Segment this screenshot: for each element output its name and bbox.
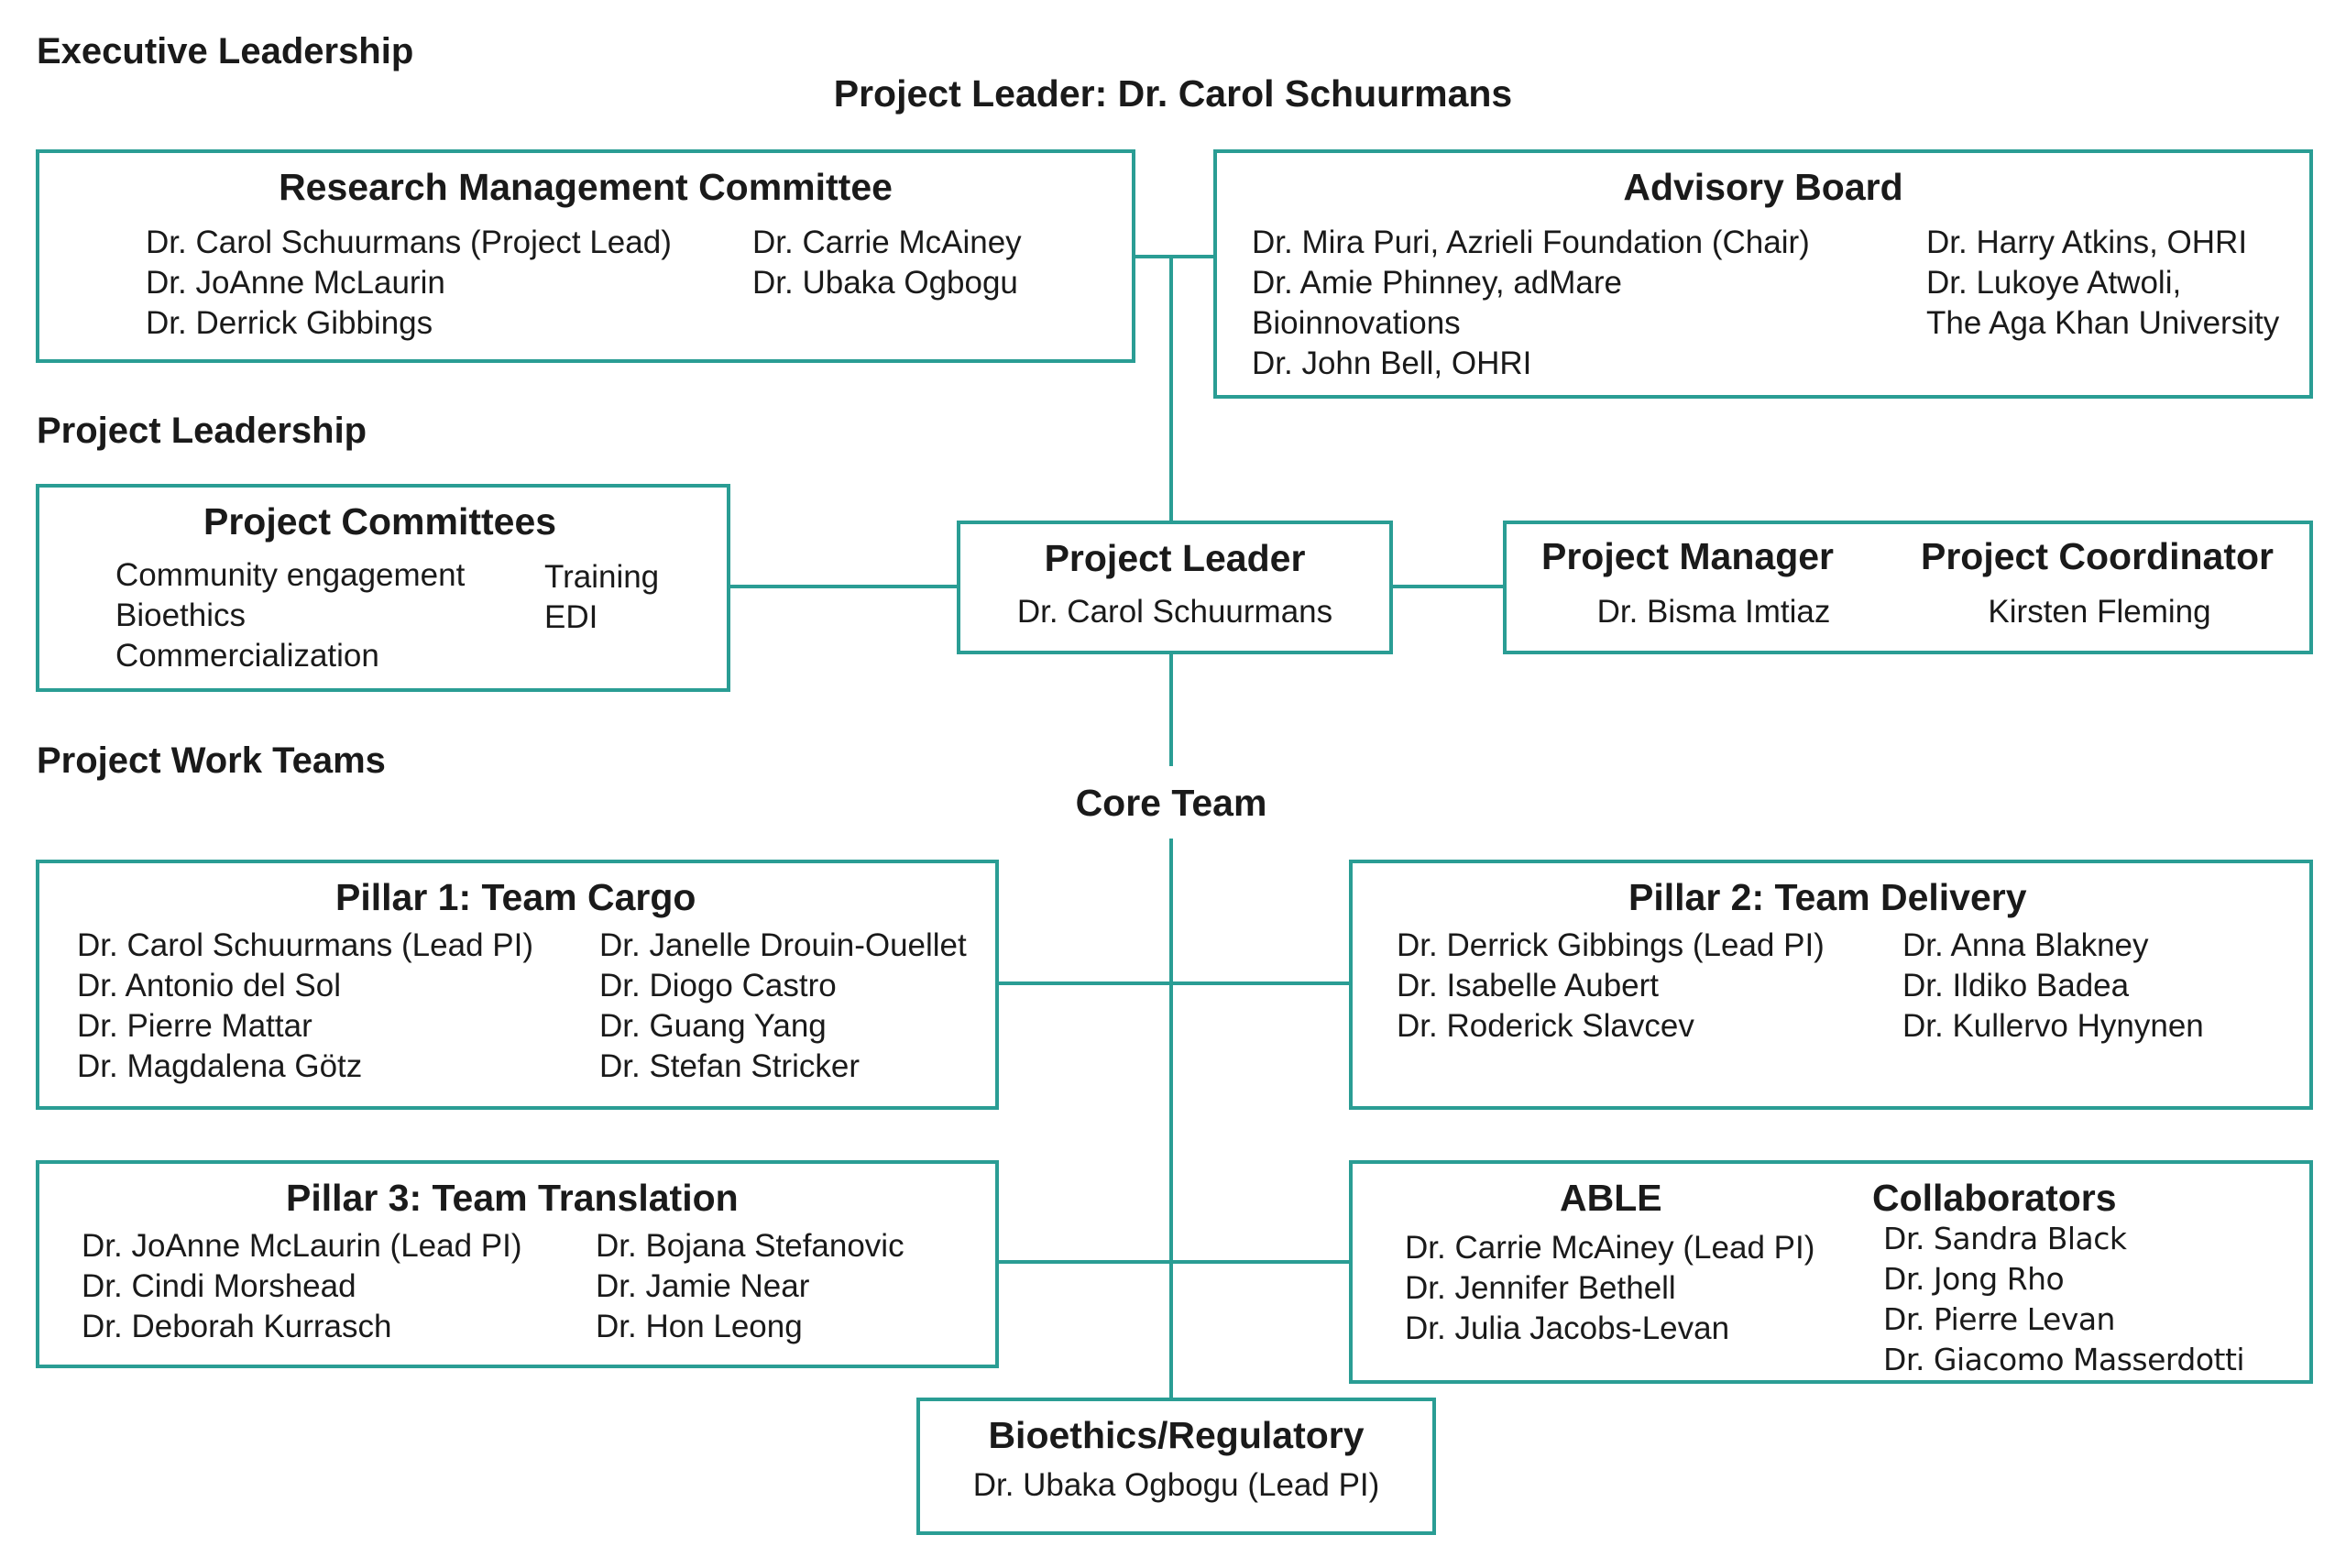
member: Dr. Anna Blakney xyxy=(1902,927,2149,963)
member: Dr. Isabelle Aubert xyxy=(1397,968,1659,1003)
bioethics-regulatory-box: Bioethics/Regulatory Dr. Ubaka Ogbogu (L… xyxy=(916,1398,1436,1535)
member: Dr. Ildiko Badea xyxy=(1902,968,2130,1003)
committee: Commercialization xyxy=(115,638,379,674)
member: Dr. Amie Phinney, adMare xyxy=(1252,265,1622,301)
section-project-work-teams: Project Work Teams xyxy=(37,740,386,781)
member: Dr. Julia Jacobs-Levan xyxy=(1405,1310,1730,1346)
member: Dr. Carrie McAiney xyxy=(752,225,1022,260)
member: Dr. Derrick Gibbings (Lead PI) xyxy=(1397,927,1825,963)
advisory-board-box: Advisory Board Dr. Mira Puri, Azrieli Fo… xyxy=(1213,149,2313,399)
member: Dr. Carol Schuurmans (Lead PI) xyxy=(77,927,533,963)
connector-leader-core xyxy=(1169,651,1173,766)
committees-column-1: Community engagement Bioethics Commercia… xyxy=(115,555,465,676)
member: Dr. Lukoye Atwoli, xyxy=(1926,265,2182,301)
member: Dr. JoAnne McLaurin (Lead PI) xyxy=(82,1228,522,1264)
pillar-1-title: Pillar 1: Team Cargo xyxy=(335,876,696,918)
top-title: Project Leader: Dr. Carol Schuurmans xyxy=(833,72,1513,115)
core-team-label: Core Team xyxy=(1075,782,1267,824)
pillar-2-column-2: Dr. Anna Blakney Dr. Ildiko Badea Dr. Ku… xyxy=(1902,926,2204,1047)
connector-leader-manager xyxy=(1389,585,1503,588)
member: Dr. Kullervo Hynynen xyxy=(1902,1008,2204,1044)
connector-pillar3-able xyxy=(995,1260,1349,1264)
collaborators-list: Dr. Sandra Black Dr. Jong Rho Dr. Pierre… xyxy=(1883,1219,2245,1380)
manager-name: Dr. Bisma Imtiaz xyxy=(1596,594,1831,630)
pillar-2-column-1: Dr. Derrick Gibbings (Lead PI) Dr. Isabe… xyxy=(1397,926,1825,1047)
member: Dr. Diogo Castro xyxy=(599,968,837,1003)
committee: EDI xyxy=(544,599,598,635)
advisory-title: Advisory Board xyxy=(1623,166,1903,208)
member: Dr. Jennifer Bethell xyxy=(1405,1270,1676,1306)
member: Dr. Roderick Slavcev xyxy=(1397,1008,1694,1044)
collaborator: Dr. Pierre Levan xyxy=(1883,1301,2115,1337)
rmc-title: Research Management Committee xyxy=(279,166,893,208)
member: Dr. Carrie McAiney (Lead PI) xyxy=(1405,1230,1815,1266)
member: Dr. Mira Puri, Azrieli Foundation (Chair… xyxy=(1252,225,1810,260)
leader-title: Project Leader xyxy=(1044,537,1306,579)
member: Dr. JoAnne McLaurin xyxy=(146,265,445,301)
member: Dr. Deborah Kurrasch xyxy=(82,1309,392,1344)
committees-column-2: Training EDI xyxy=(544,557,659,638)
advisory-column-1: Dr. Mira Puri, Azrieli Foundation (Chair… xyxy=(1252,223,1810,384)
member: Dr. Ubaka Ogbogu xyxy=(752,265,1018,301)
project-leader-box: Project Leader Dr. Carol Schuurmans xyxy=(957,521,1393,654)
pillar-2-title: Pillar 2: Team Delivery xyxy=(1628,876,2027,918)
connector-rmc-advisory xyxy=(1133,255,1213,258)
collaborator: Dr. Jong Rho xyxy=(1883,1261,2065,1297)
committee: Bioethics xyxy=(115,598,247,633)
connector-committees-leader xyxy=(728,585,957,588)
rmc-column-2: Dr. Carrie McAiney Dr. Ubaka Ogbogu xyxy=(752,223,1022,303)
section-executive-leadership: Executive Leadership xyxy=(37,31,414,71)
project-committees-box: Project Committees Community engagement … xyxy=(36,484,730,692)
committee: Training xyxy=(544,559,660,595)
collaborator: Dr. Sandra Black xyxy=(1883,1221,2127,1256)
collaborator: Dr. Giacomo Masserdotti xyxy=(1883,1342,2245,1377)
connector-main-vertical-top xyxy=(1169,255,1173,522)
member: Dr. Carol Schuurmans (Project Lead) xyxy=(146,225,672,260)
collaborators-title: Collaborators xyxy=(1872,1177,2117,1219)
member: Dr. Antonio del Sol xyxy=(77,968,341,1003)
member: Dr. Hon Leong xyxy=(596,1309,803,1344)
able-members: Dr. Carrie McAiney (Lead PI) Dr. Jennife… xyxy=(1405,1228,1814,1349)
coordinator-title: Project Coordinator xyxy=(1921,535,2274,577)
committees-title: Project Committees xyxy=(203,500,557,543)
member: Bioinnovations xyxy=(1252,305,1461,341)
member: Dr. Janelle Drouin-Ouellet xyxy=(599,927,967,963)
bioethics-lead: Dr. Ubaka Ogbogu (Lead PI) xyxy=(972,1467,1380,1503)
member: Dr. Magdalena Götz xyxy=(77,1048,363,1084)
project-manager-box: Project Manager Dr. Bisma Imtiaz Project… xyxy=(1503,521,2313,654)
advisory-column-2: Dr. Harry Atkins, OHRI Dr. Lukoye Atwoli… xyxy=(1926,223,2279,344)
pillar-3-column-2: Dr. Bojana Stefanovic Dr. Jamie Near Dr.… xyxy=(596,1226,904,1347)
coordinator-name: Kirsten Fleming xyxy=(1988,594,2211,630)
pillar-1-column-2: Dr. Janelle Drouin-Ouellet Dr. Diogo Cas… xyxy=(599,926,967,1087)
connector-pillars-1-2 xyxy=(995,981,1349,985)
member: Dr. Guang Yang xyxy=(599,1008,827,1044)
rmc-column-1: Dr. Carol Schuurmans (Project Lead) Dr. … xyxy=(146,223,672,344)
pillar-3-box: Pillar 3: Team Translation Dr. JoAnne Mc… xyxy=(36,1160,999,1368)
member: Dr. Derrick Gibbings xyxy=(146,305,433,341)
leader-name: Dr. Carol Schuurmans xyxy=(1016,594,1333,630)
member: The Aga Khan University xyxy=(1926,305,2280,341)
member: Dr. John Bell, OHRI xyxy=(1252,345,1532,381)
bioethics-title: Bioethics/Regulatory xyxy=(988,1414,1365,1456)
connector-core-vertical xyxy=(1169,839,1173,1398)
pillar-1-column-1: Dr. Carol Schuurmans (Lead PI) Dr. Anton… xyxy=(77,926,533,1087)
pillar-1-box: Pillar 1: Team Cargo Dr. Carol Schuurman… xyxy=(36,860,999,1110)
committee: Community engagement xyxy=(115,557,466,593)
manager-title: Project Manager xyxy=(1541,535,1834,577)
member: Dr. Pierre Mattar xyxy=(77,1008,312,1044)
research-management-committee-box: Research Management Committee Dr. Carol … xyxy=(36,149,1135,363)
able-box: ABLE Dr. Carrie McAiney (Lead PI) Dr. Je… xyxy=(1349,1160,2313,1384)
pillar-3-title: Pillar 3: Team Translation xyxy=(286,1177,739,1219)
pillar-3-column-1: Dr. JoAnne McLaurin (Lead PI) Dr. Cindi … xyxy=(82,1226,522,1347)
member: Dr. Harry Atkins, OHRI xyxy=(1926,225,2248,260)
pillar-2-box: Pillar 2: Team Delivery Dr. Derrick Gibb… xyxy=(1349,860,2313,1110)
member: Dr. Cindi Morshead xyxy=(82,1268,356,1304)
member: Dr. Jamie Near xyxy=(596,1268,810,1304)
able-title: ABLE xyxy=(1560,1177,1662,1219)
member: Dr. Bojana Stefanovic xyxy=(596,1228,904,1264)
member: Dr. Stefan Stricker xyxy=(599,1048,860,1084)
section-project-leadership: Project Leadership xyxy=(37,411,367,451)
